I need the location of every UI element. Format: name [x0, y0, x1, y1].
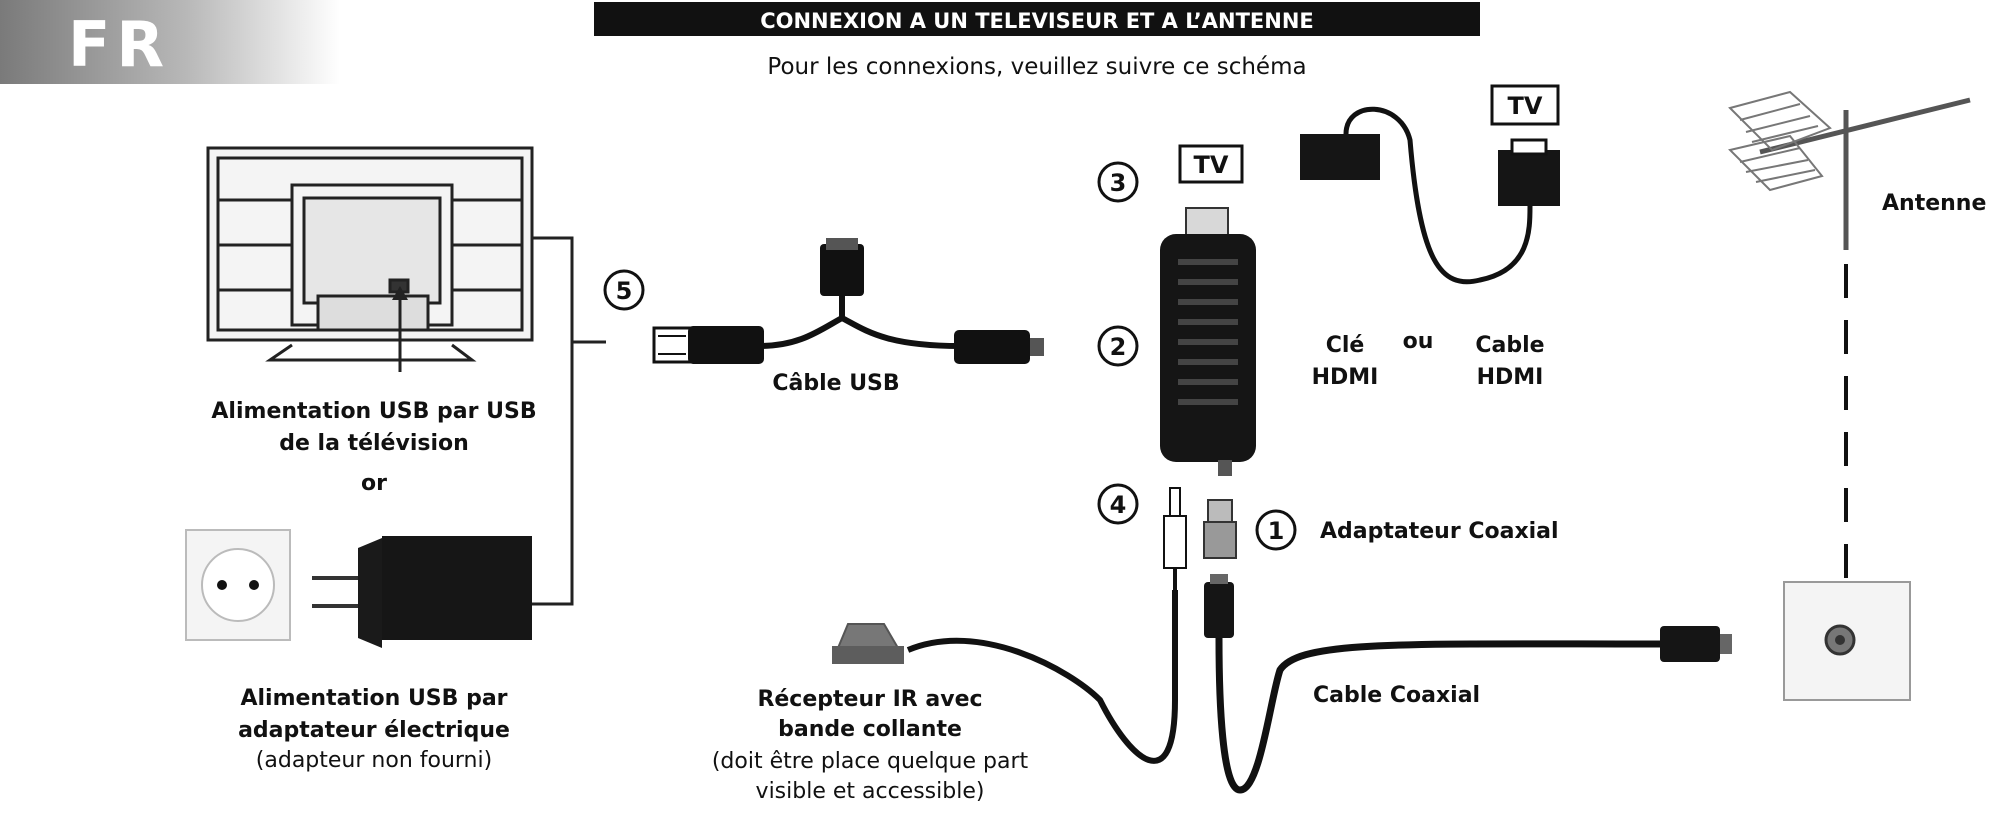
usb-cable-number-badge: 5: [603, 269, 645, 311]
ir-receiver-label-line2: bande collante: [778, 717, 962, 742]
coax-adapter-number-badge: 1: [1255, 509, 1297, 551]
usb-cable-label: Câble USB: [772, 371, 899, 396]
usb-tv-power-label-line2: de la télévision: [279, 431, 469, 456]
dongle-usb-number-badge: 2: [1097, 325, 1139, 367]
ir-receiver-label-line3: (doit être place quelque part: [712, 749, 1029, 774]
usb-tv-power-label-line1: Alimentation USB par USB: [211, 399, 536, 424]
dongle-tv-box: TV: [1178, 144, 1244, 184]
adapter-power-label-line2: adaptateur électrique: [238, 718, 510, 743]
antenna-wall-outlet: [1783, 581, 1911, 701]
antenna-label: Antenne: [1882, 191, 1986, 216]
dongle-tv-box-label: TV: [1194, 151, 1229, 179]
hdmi-cable-label-line1: Cable: [1475, 333, 1544, 358]
dongle-tv-number-badge: 3: [1097, 161, 1139, 203]
dongle-ir-number-badge: 4: [1097, 483, 1139, 525]
coax-adapter-number: 1: [1268, 517, 1285, 545]
adapter-power-label-line3: (adapteur non fourni): [256, 748, 492, 773]
dongle-ir-number: 4: [1110, 491, 1127, 519]
dongle-tv-number: 3: [1110, 169, 1127, 197]
ir-plug-illustration: [1163, 487, 1187, 590]
tv-dongle-illustration: [1160, 207, 1256, 476]
header: CONNEXION A UN TELEVISEUR ET A L’ANTENNE…: [594, 2, 1480, 80]
ir-receiver-illustration: [832, 590, 1178, 764]
usb-cable-number: 5: [616, 277, 633, 305]
antenna-illustration: [1728, 90, 1971, 250]
adapter-power-label-line1: Alimentation USB par: [240, 686, 507, 711]
usb-y-cable-illustration: [652, 238, 1044, 364]
language-tag-text: FR: [68, 8, 170, 81]
ir-receiver-label-line4: visible et accessible): [756, 779, 985, 804]
title-bar: [594, 2, 1480, 36]
hdmi-cable-label-line2: HDMI: [1477, 365, 1544, 390]
tv-usb-port-arrowhead: [392, 286, 408, 300]
language-tag: FR: [0, 0, 340, 84]
hdmi-tv-box-label: TV: [1508, 92, 1543, 120]
coax-cable-illustration: [1204, 574, 1732, 794]
coax-adapter-illustration: [1203, 499, 1237, 559]
coax-cable-label: Cable Coaxial: [1313, 683, 1480, 708]
hdmi-cable-illustration: [1300, 106, 1560, 285]
tv-back-illustration: [206, 146, 534, 362]
hdmi-tv-box: TV: [1490, 84, 1560, 126]
page-subtitle: Pour les connexions, veuillez suivre ce …: [767, 54, 1306, 80]
hdmi-key-label-line1: Clé: [1326, 333, 1365, 358]
hdmi-ou-label: ou: [1403, 329, 1434, 354]
power-source-bracket: [532, 236, 606, 606]
wall-socket-illustration: [185, 529, 291, 641]
dongle-usb-number: 2: [1110, 333, 1127, 361]
power-adapter-illustration: [312, 536, 532, 648]
coax-adapter-label: Adaptateur Coaxial: [1320, 519, 1559, 544]
ir-receiver-label-line1: Récepteur IR avec: [757, 687, 982, 712]
page-title: CONNEXION A UN TELEVISEUR ET A L’ANTENNE: [760, 9, 1314, 33]
hdmi-key-label-line2: HDMI: [1312, 365, 1379, 390]
or-label: or: [361, 471, 387, 496]
